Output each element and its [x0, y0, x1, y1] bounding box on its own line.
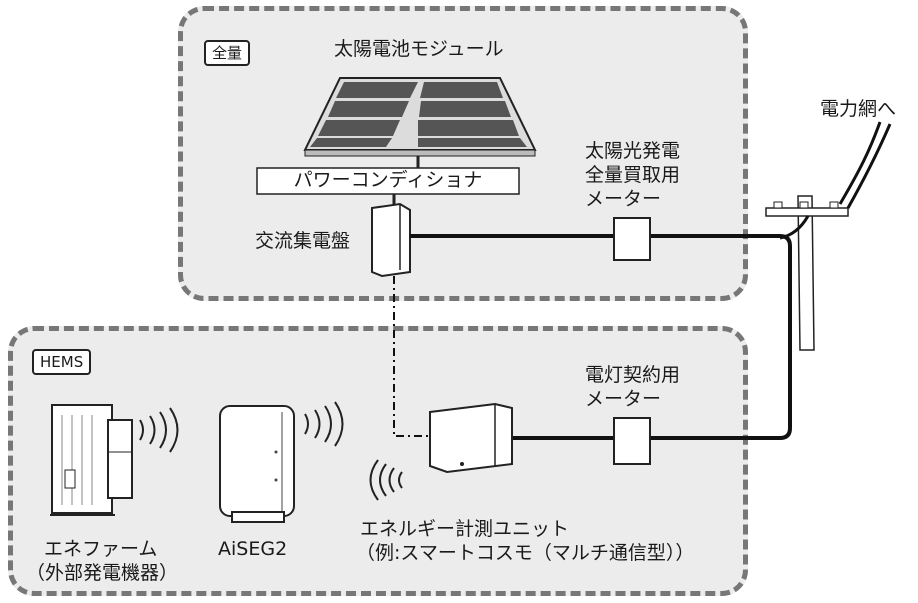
light-meter-box — [613, 417, 651, 465]
solar-meter-label-3: メーター — [585, 188, 662, 210]
light-meter-label-2: メーター — [585, 388, 662, 410]
ac-panel-icon — [371, 202, 411, 278]
light-meter-label-1: 電灯契約用 — [585, 364, 681, 386]
utility-pole-icon — [765, 121, 892, 351]
solar-panel-icon — [303, 77, 537, 168]
zone-tag-full: 全量 — [204, 40, 251, 66]
solar-meter-label-2: 全量買取用 — [585, 164, 681, 186]
enefarm-label-2: （外部発電機器） — [26, 562, 179, 584]
energy-unit-label-1: エネルギー計測ユニット — [360, 518, 570, 540]
solar-meter-label-1: 太陽光発電 — [585, 140, 681, 162]
enefarm-unit-icon — [50, 404, 133, 516]
power-conditioner-label: パワーコンディショナ — [293, 169, 483, 191]
aiseg-router-icon — [219, 405, 295, 523]
zone-tag-hems: HEMS — [32, 349, 92, 375]
grid-label: 電力網へ — [820, 98, 897, 120]
energy-unit-icon — [429, 402, 513, 474]
ac-panel-label: 交流集電盤 — [255, 230, 351, 252]
solar-module-label: 太陽電池モジュール — [334, 38, 504, 60]
power-conditioner-box — [256, 167, 520, 195]
energy-unit-label-2: （例:スマートコスモ（マルチ通信型）） — [356, 542, 695, 564]
solar-meter-box — [613, 217, 651, 261]
wireless-waves-icon — [139, 401, 403, 501]
enefarm-label-1: エネファーム — [44, 538, 158, 560]
aiseg-label: AiSEG2 — [218, 538, 288, 560]
